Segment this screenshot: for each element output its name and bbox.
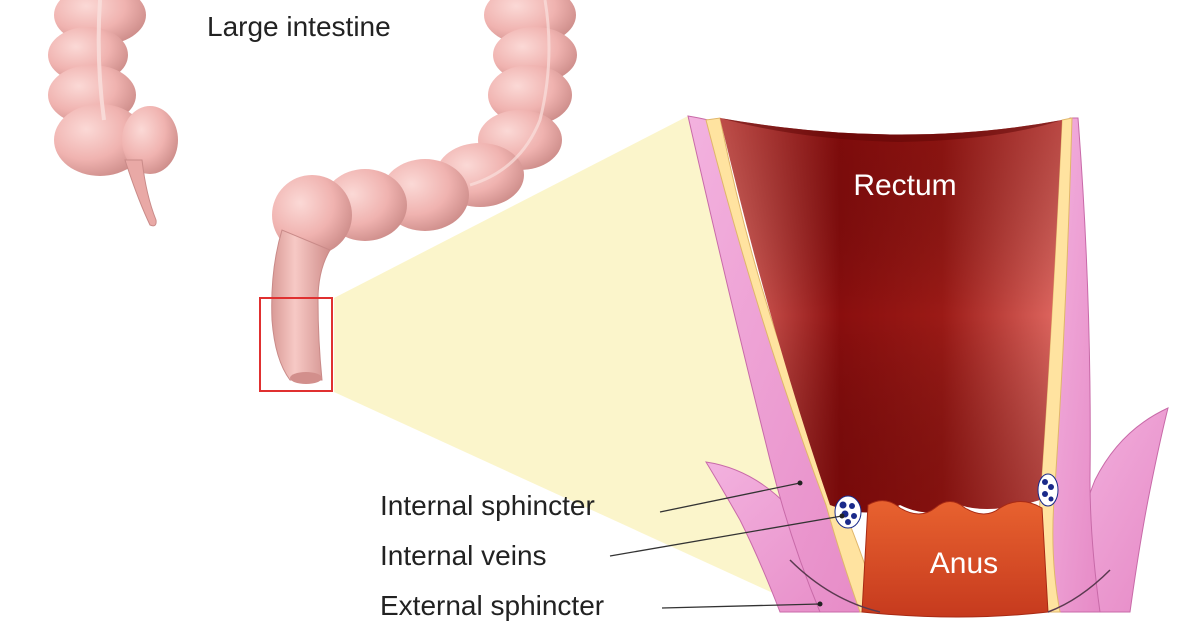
leader-internal-sphincter [659, 482, 801, 513]
rectum-cross-section [687, 115, 1169, 618]
zoom-highlight-box [259, 297, 333, 392]
leader-external-sphincter [661, 603, 821, 609]
internal-veins-left [834, 495, 862, 529]
label-internal-veins: Internal veins [380, 540, 547, 571]
leader-internal-veins [609, 515, 843, 557]
label-external-sphincter: External sphincter [380, 590, 604, 621]
label-anus: Anus [930, 547, 998, 580]
large-intestine-descending [271, 0, 577, 384]
large-intestine-left-loop [48, 0, 178, 227]
label-internal-sphincter: Internal sphincter [380, 490, 595, 521]
label-rectum: Rectum [853, 169, 956, 202]
internal-veins-right [1037, 473, 1059, 507]
label-large-intestine: Large intestine [207, 11, 391, 42]
zoom-cone [334, 116, 810, 610]
